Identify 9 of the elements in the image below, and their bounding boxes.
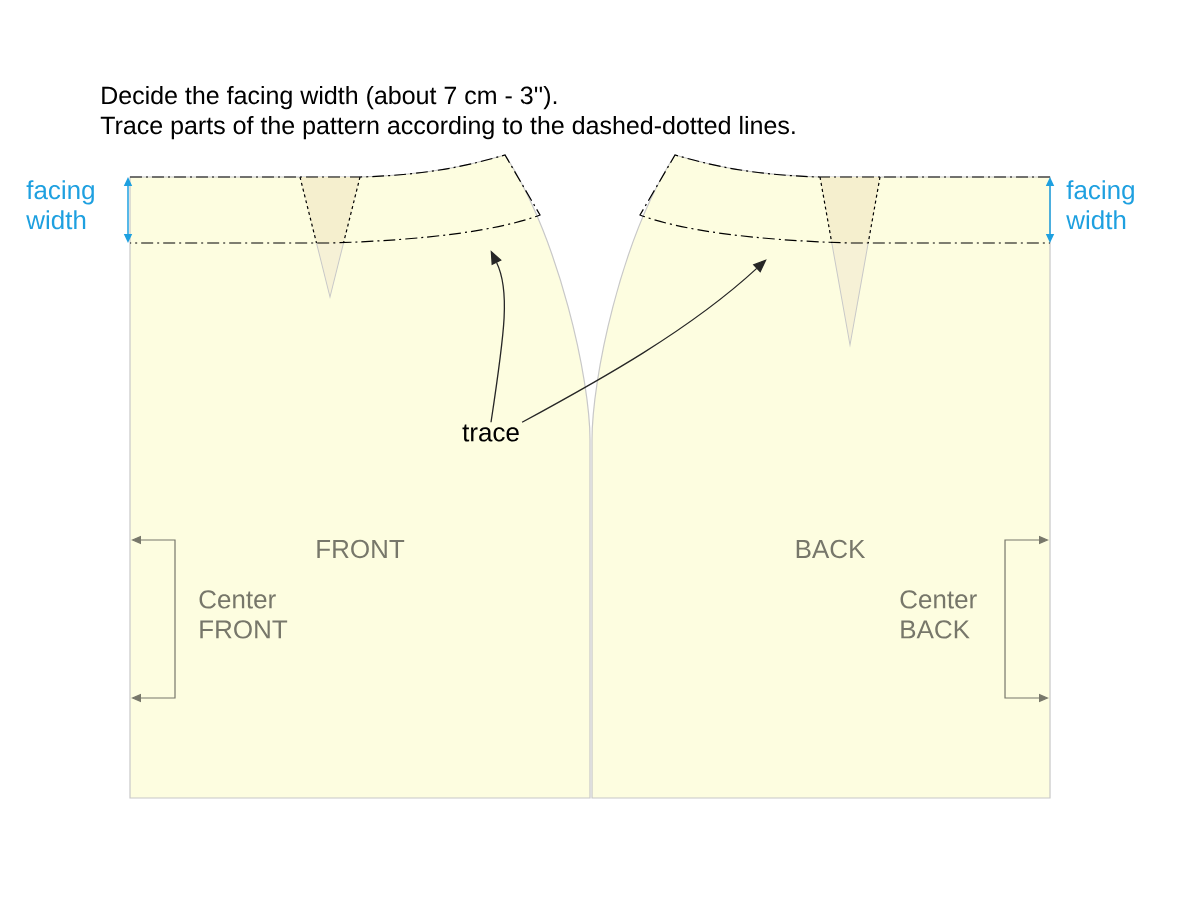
trace-label: trace (462, 424, 519, 442)
instruction-text: Trace parts of the pattern according to the dashed-dotted lines. (100, 115, 795, 140)
center-label: Center FRONT (199, 590, 288, 639)
facing-area (129, 154, 541, 244)
instruction-text: Decide the facing width (about 7 cm - 3''). (102, 85, 557, 110)
facing-area (639, 154, 1051, 244)
arrow (521, 259, 767, 423)
dimension-label: facing width (26, 180, 94, 230)
center-label: Center BACK (900, 590, 977, 639)
